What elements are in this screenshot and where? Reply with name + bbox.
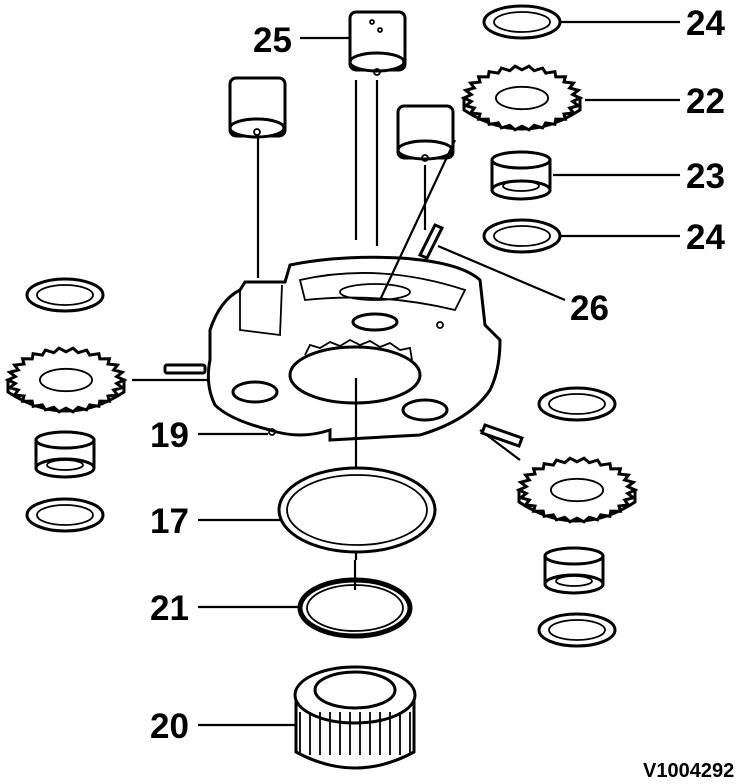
thrust-washer-17 <box>277 466 437 554</box>
rod-26-top <box>417 223 445 260</box>
callout-20: 20 <box>150 707 189 746</box>
planet-gear-22-upper <box>460 64 584 132</box>
callout-26: 26 <box>570 289 609 328</box>
callout-22: 22 <box>686 82 725 121</box>
needle-bearing-left <box>34 430 96 479</box>
leader-lines <box>198 20 680 727</box>
snap-ring-21 <box>297 577 413 639</box>
pin-25-right <box>396 104 455 162</box>
washer-left-top <box>25 277 105 313</box>
sun-gear-20 <box>293 665 417 770</box>
assembly-axis-lines <box>132 80 521 590</box>
planet-gear-left <box>4 346 128 414</box>
reference-code: V1004292 <box>643 760 734 782</box>
callout-24-bottom: 24 <box>686 218 725 257</box>
washer-24-upper-top <box>482 4 562 40</box>
washer-right-bottom <box>537 612 617 648</box>
callout-17: 17 <box>150 502 189 541</box>
washer-24-upper-bottom <box>482 218 562 254</box>
callout-19: 19 <box>150 416 189 455</box>
washer-right-top <box>537 386 617 422</box>
needle-bearing-right <box>543 546 605 595</box>
pin-25-left <box>228 76 287 139</box>
callout-25: 25 <box>253 21 292 60</box>
washer-left-bottom <box>25 497 105 533</box>
planet-carrier-19 <box>206 255 502 442</box>
needle-bearing-23-upper <box>490 150 552 201</box>
pin-25-top <box>348 10 407 76</box>
callout-24-top: 24 <box>686 4 725 43</box>
callout-21: 21 <box>150 589 189 628</box>
rod-26-left <box>163 363 207 375</box>
planet-gear-right <box>515 456 639 524</box>
rod-26-right <box>480 423 524 448</box>
callout-23: 23 <box>686 157 725 196</box>
